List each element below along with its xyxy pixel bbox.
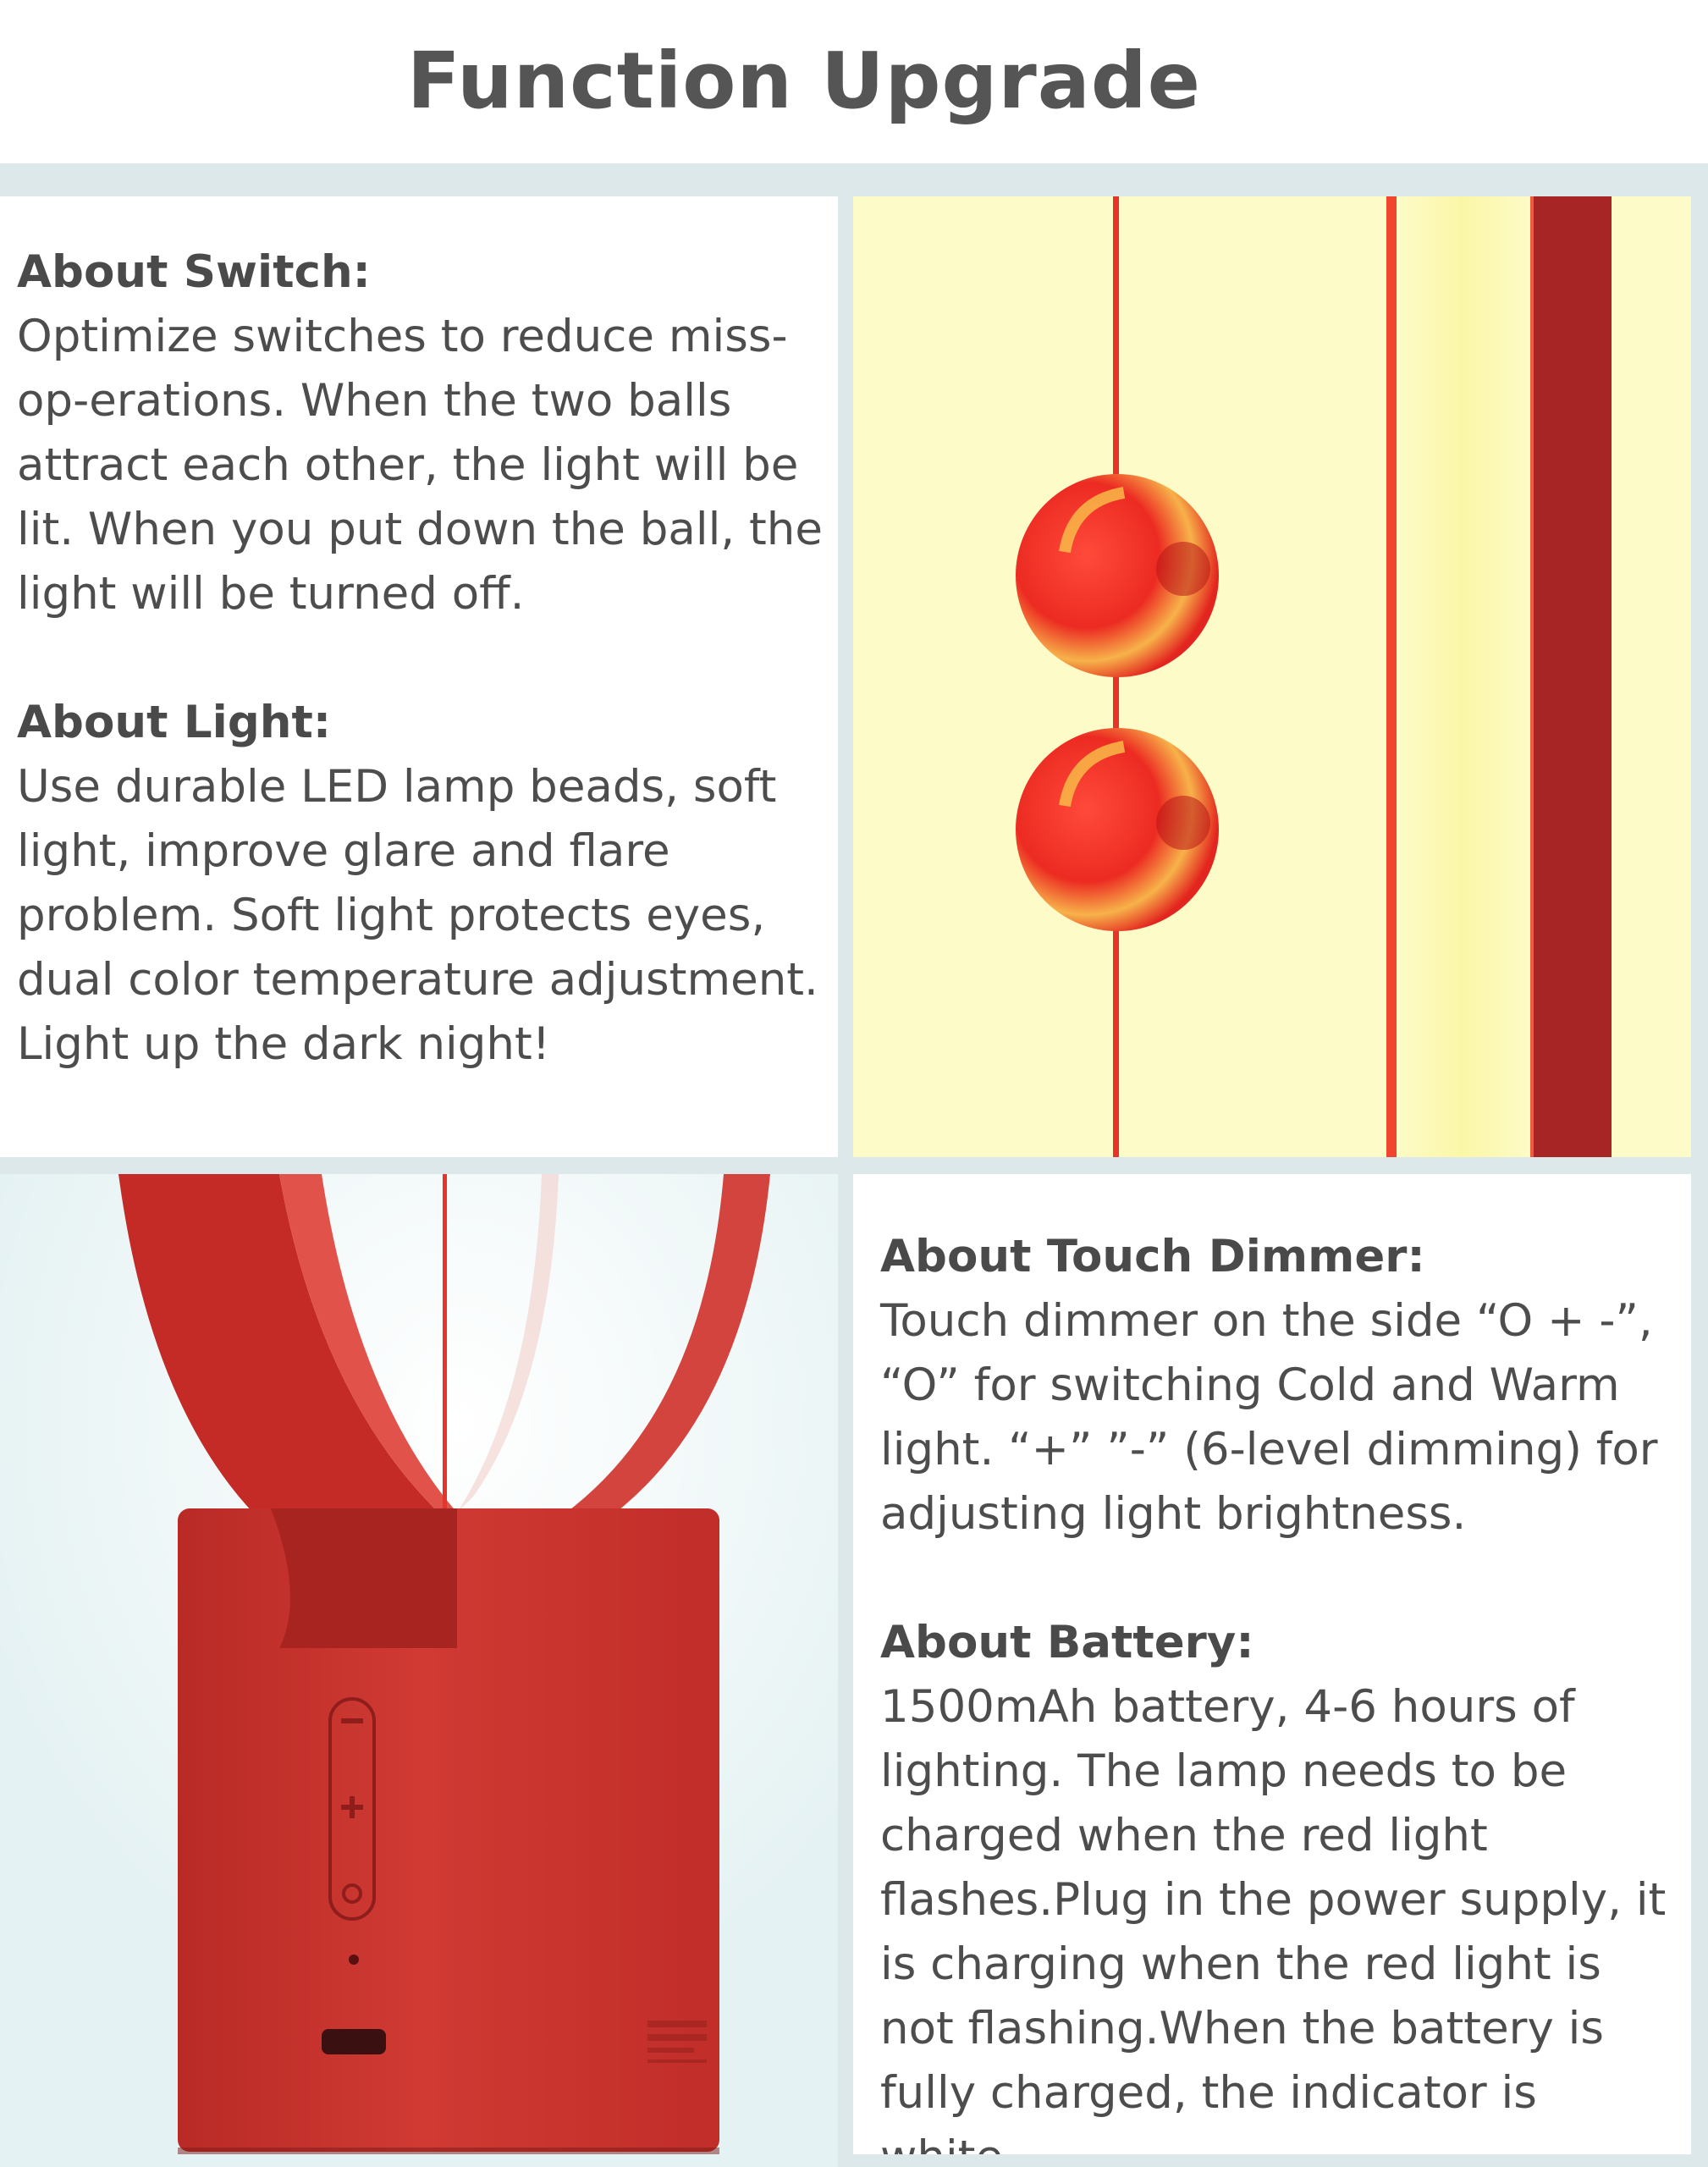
power-ring-icon: [342, 1883, 362, 1904]
touch-control-strip: [328, 1697, 376, 1921]
minus-icon: [341, 1718, 363, 1723]
light-section: About Light: Use durable LED lamp beads,…: [17, 691, 829, 1077]
light-body: Use durable LED lamp beads, soft light, …: [17, 761, 818, 1070]
plus-icon: [341, 1796, 363, 1818]
lamp-ring-right: [542, 1174, 770, 1530]
switch-heading: About Switch:: [17, 246, 371, 298]
page-title: Function Upgrade: [406, 35, 1202, 126]
switch-light-panel: About Switch: Optimize switches to reduc…: [0, 196, 838, 1157]
indicator-light: [349, 1955, 359, 1965]
switch-body: Optimize switches to reduce miss-op-erat…: [17, 311, 823, 620]
lamp-illustration: [0, 1174, 838, 2167]
lower-ball: [1016, 728, 1219, 931]
lamp-wire: [443, 1174, 447, 1547]
light-strip: [1397, 196, 1530, 1157]
upper-ball: [1016, 474, 1219, 677]
battery-section: About Battery: 1500mAh battery, 4-6 hour…: [880, 1611, 1684, 2154]
light-heading: About Light:: [17, 697, 332, 748]
dimmer-battery-panel: About Touch Dimmer: Touch dimmer on the …: [853, 1174, 1691, 2154]
battery-heading: About Battery:: [880, 1617, 1254, 1668]
touch-dimmer-heading: About Touch Dimmer:: [880, 1231, 1425, 1282]
lamp-product-image: [0, 1174, 838, 2167]
touch-dimmer-section: About Touch Dimmer: Touch dimmer on the …: [880, 1225, 1684, 1547]
battery-body: 1500mAh battery, 4-6 hours of lighting. …: [880, 1681, 1667, 2154]
ring-edge: [1386, 196, 1397, 1157]
brand-mark: [647, 2021, 707, 2063]
lamp-ring: [1530, 196, 1612, 1157]
balls-closeup-image: [853, 196, 1691, 1157]
touch-dimmer-body: Touch dimmer on the side “O + -”, “O” fo…: [880, 1295, 1658, 1540]
switch-section: About Switch: Optimize switches to reduc…: [17, 240, 829, 626]
lamp-base: [178, 1508, 719, 2152]
lamp-ring-left: [118, 1174, 457, 1538]
charging-port: [322, 2029, 386, 2054]
magnetic-balls-illustration: [853, 196, 1691, 1157]
